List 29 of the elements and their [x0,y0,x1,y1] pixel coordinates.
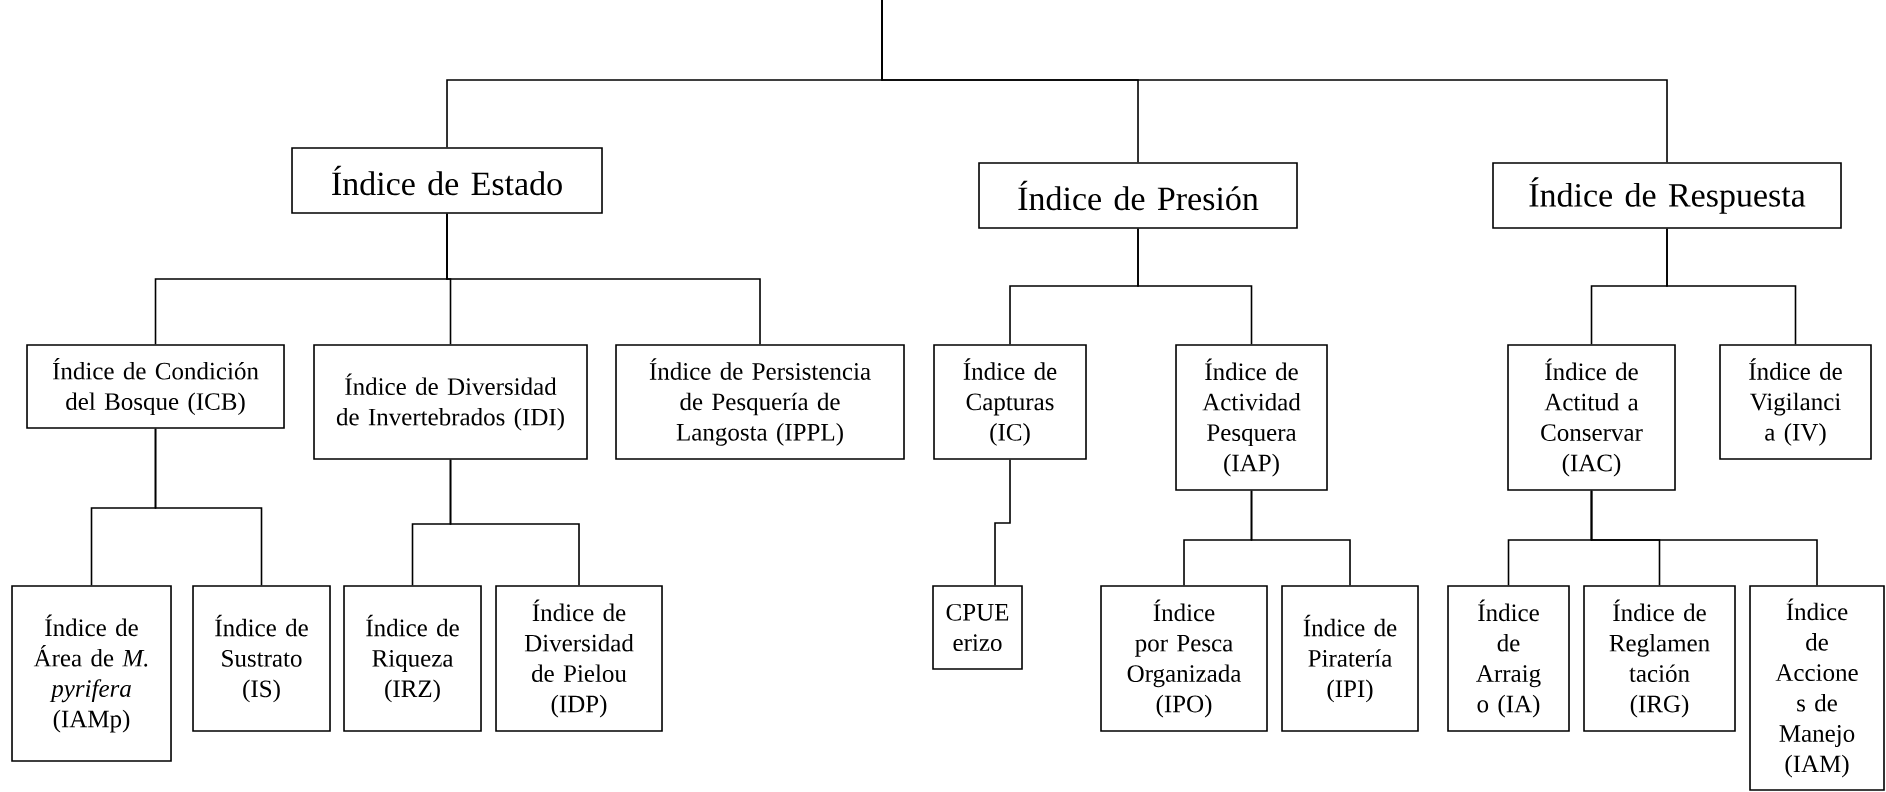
connector-line [449,459,580,586]
connector-line [1666,228,1797,345]
index-box: CPUE erizo [932,585,1023,670]
index-box: Índice de Vigilanci a (IV) [1719,344,1872,460]
connector-line [1137,228,1253,345]
index-box: Índice de Piratería (IPI) [1281,585,1419,732]
index-box: Índice de Diversidad de Pielou (IDP) [495,585,663,732]
index-box: Índice de Actitud a Conservar (IAC) [1507,344,1676,491]
index-box: Índice de Diversidad de Invertebrados (IDI) [313,344,588,460]
connector-line [1250,490,1351,586]
index-box: Índice de Arraig o (IA) [1447,585,1570,732]
index-box: Índice de Presión [978,162,1298,229]
index-box: Índice de Condición del Bosque (ICB) [26,344,285,429]
index-box: Índice de Riqueza (IRZ) [343,585,482,732]
connector-line [1590,490,1818,586]
connector-line [446,213,761,345]
index-box: Índice de Sustrato (IS) [192,585,331,732]
index-box: Índice de Accione s de Manejo (IAM) [1749,585,1885,791]
index-box: Índice de Área de M. pyrifera (IAMp) [11,585,172,762]
connector-line [881,0,1668,163]
index-box: Índice por Pesca Organizada (IPO) [1100,585,1268,732]
connector-line [154,428,263,586]
index-box: Índice de Estado [291,147,603,214]
index-box: Índice de Persistencia de Pesquería de Langosta (IPPL) [615,344,905,460]
connector-line [994,459,1011,586]
index-box: Índice de Reglamen tación (IRG) [1583,585,1736,732]
index-box: Índice de Capturas (IC) [933,344,1087,460]
index-box: Índice de Actividad Pesquera (IAP) [1175,344,1328,491]
index-box: Índice de Respuesta [1492,162,1842,229]
